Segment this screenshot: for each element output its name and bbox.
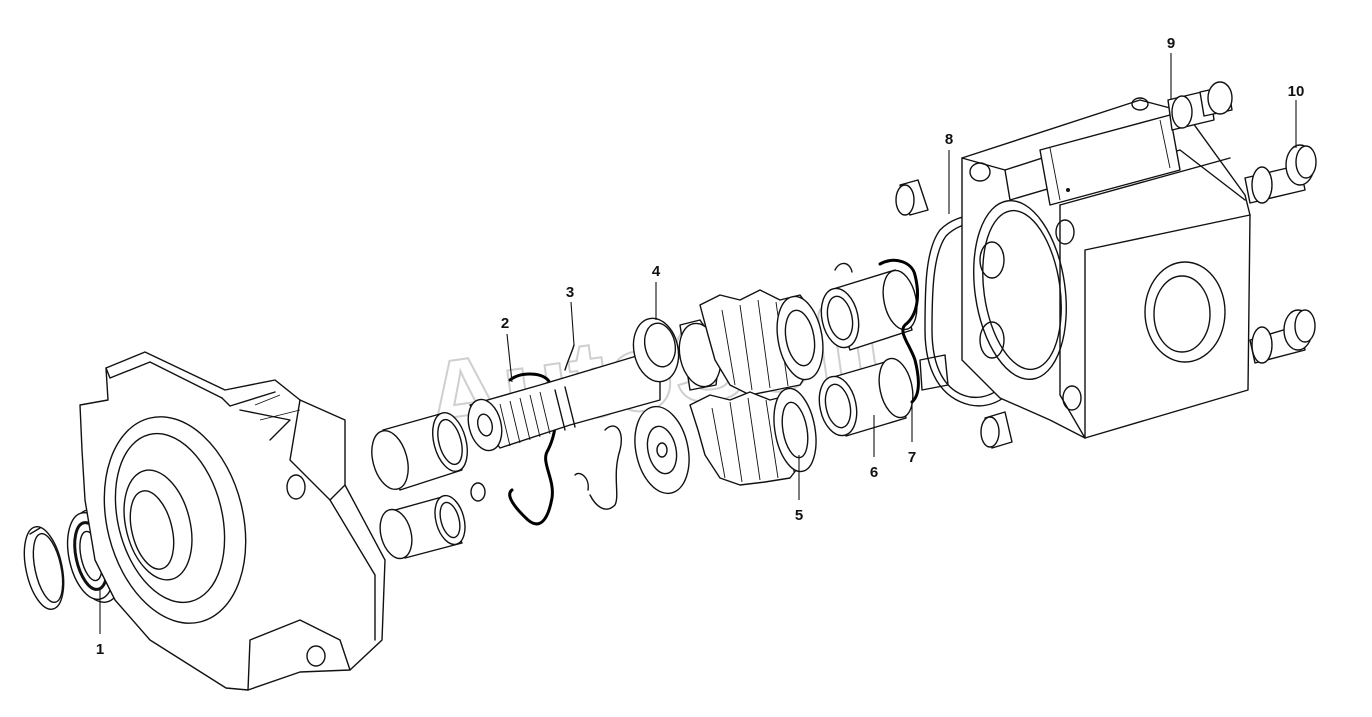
bolt-part-10 — [1244, 144, 1317, 204]
callout-1: 1 — [96, 590, 104, 658]
callout-label-9: 9 — [1167, 35, 1175, 52]
callout-9: 9 — [1167, 35, 1175, 100]
bolt-lower-right — [1249, 309, 1316, 364]
callout-label-1: 1 — [96, 641, 104, 658]
callout-label-10: 10 — [1288, 83, 1305, 100]
bushing-lower — [379, 494, 466, 560]
callout-5: 5 — [795, 455, 803, 524]
callout-3: 3 — [566, 284, 575, 346]
dowel-pin-left-lower — [980, 411, 1013, 449]
callout-label-4: 4 — [652, 263, 661, 280]
callout-label-7: 7 — [908, 449, 916, 466]
drive-shaft-part — [467, 344, 661, 452]
drive-gear-bearing-part — [632, 317, 722, 391]
dowel-pin-left-upper — [895, 179, 929, 216]
lower-gear — [634, 387, 817, 495]
callout-2: 2 — [501, 315, 513, 383]
callout-label-5: 5 — [795, 507, 803, 524]
bushing-upper — [371, 412, 468, 491]
seal-wire-part — [508, 372, 558, 526]
callout-8: 8 — [945, 131, 953, 214]
callout-6: 6 — [870, 415, 878, 481]
front-flange-housing — [79, 351, 386, 691]
dowel-pin-small — [470, 482, 486, 502]
callout-label-8: 8 — [945, 131, 953, 148]
callout-label-6: 6 — [870, 464, 878, 481]
callout-7: 7 — [908, 402, 916, 466]
callout-10: 10 — [1288, 83, 1305, 148]
callout-label-3: 3 — [566, 284, 574, 301]
bolt-part-9 — [1167, 81, 1233, 131]
seal-wire-right-part — [878, 259, 920, 404]
rear-pump-housing — [961, 97, 1251, 439]
bushing-right-lower — [818, 354, 949, 437]
bushing-right-upper — [820, 269, 918, 351]
callout-label-2: 2 — [501, 315, 509, 332]
retaining-wire-clip — [574, 262, 853, 510]
callout-4: 4 — [652, 263, 661, 320]
circlip-part — [23, 526, 65, 610]
upper-gear — [699, 289, 824, 396]
